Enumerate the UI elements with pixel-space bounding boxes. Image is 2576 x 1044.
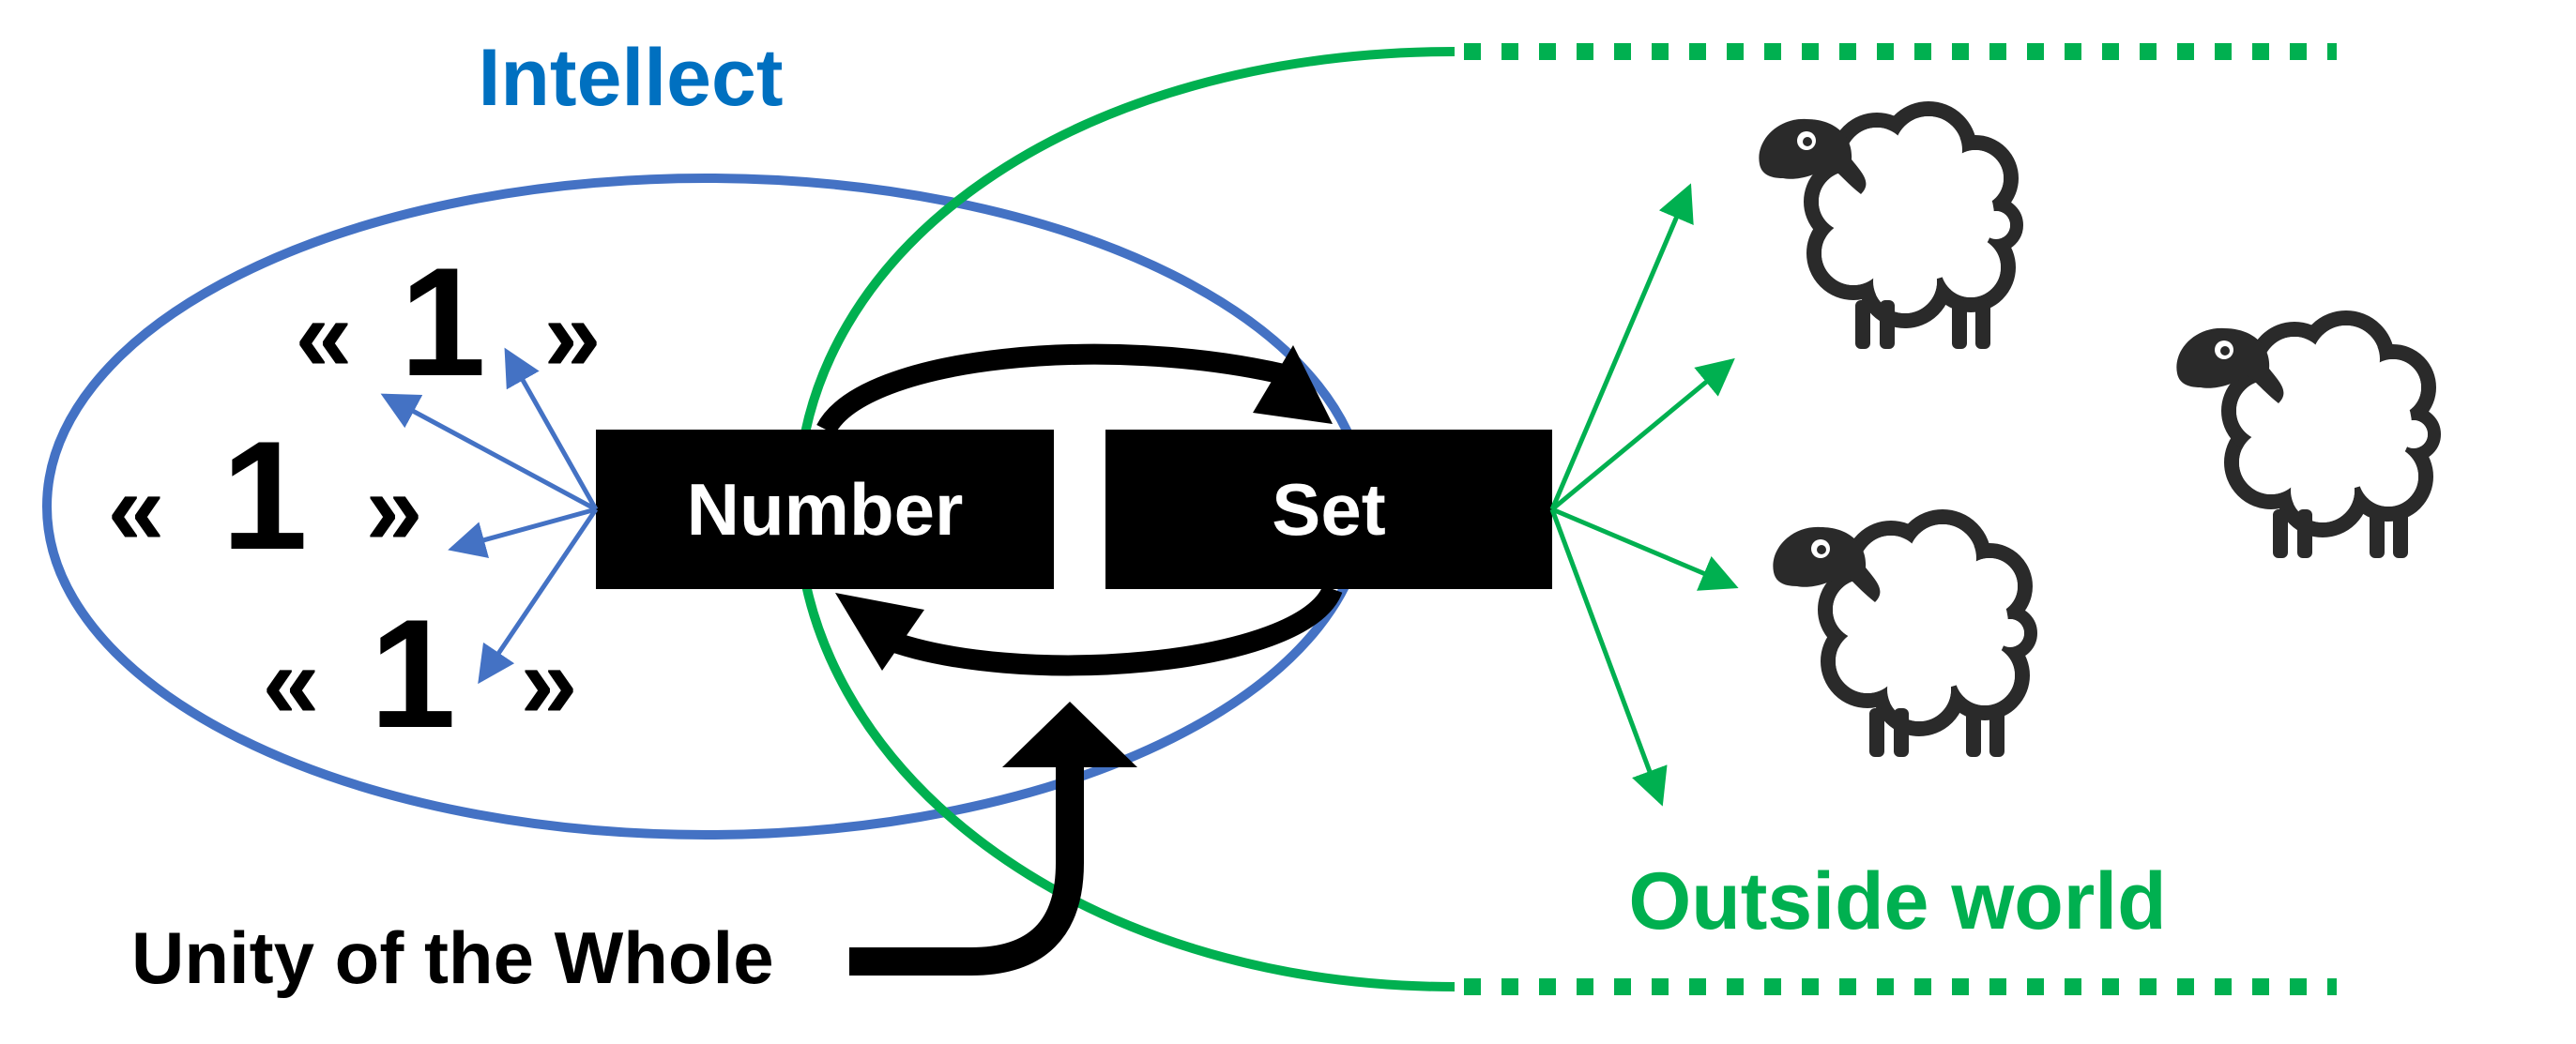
number-label: Number [687,468,964,551]
unity-of-the-whole-label: Unity of the Whole [131,916,774,999]
unity-arrow [849,750,1084,976]
unit-middle-close-quote: » [365,451,422,567]
intellect-label: Intellect [479,33,784,123]
set-to-sheep-arrows [1549,183,1739,807]
set-label: Set [1272,468,1385,551]
unit-middle: « 1 » [107,409,422,582]
set-to-number-arrowhead [835,593,924,671]
unit-middle-open-quote: « [107,451,164,567]
unit-middle-digit: 1 [221,409,308,582]
sheep-icon [1759,109,2017,349]
set-box [1105,430,1552,589]
unit-bottom-open-quote: « [262,625,319,740]
sheep-icon [2176,318,2434,558]
unit-top-close-quote: » [543,278,601,393]
outside-world-label: Outside world [1628,856,2166,946]
unit-top-digit: 1 [400,235,486,408]
unit-bottom-close-quote: » [520,625,577,740]
unit-bottom-digit: 1 [370,587,456,760]
unit-top-open-quote: « [295,278,352,393]
number-to-set-arrowhead [1253,345,1333,424]
number-to-units-arrows [380,347,599,685]
number-to-set-arrow [816,343,1290,435]
unit-top: « 1 » [295,235,601,408]
set-to-number-arrow [877,584,1343,676]
sheep-icon [1773,517,2031,757]
unit-bottom: « 1 » [262,587,577,760]
unity-arrowhead [1002,702,1137,767]
number-box [596,430,1054,589]
